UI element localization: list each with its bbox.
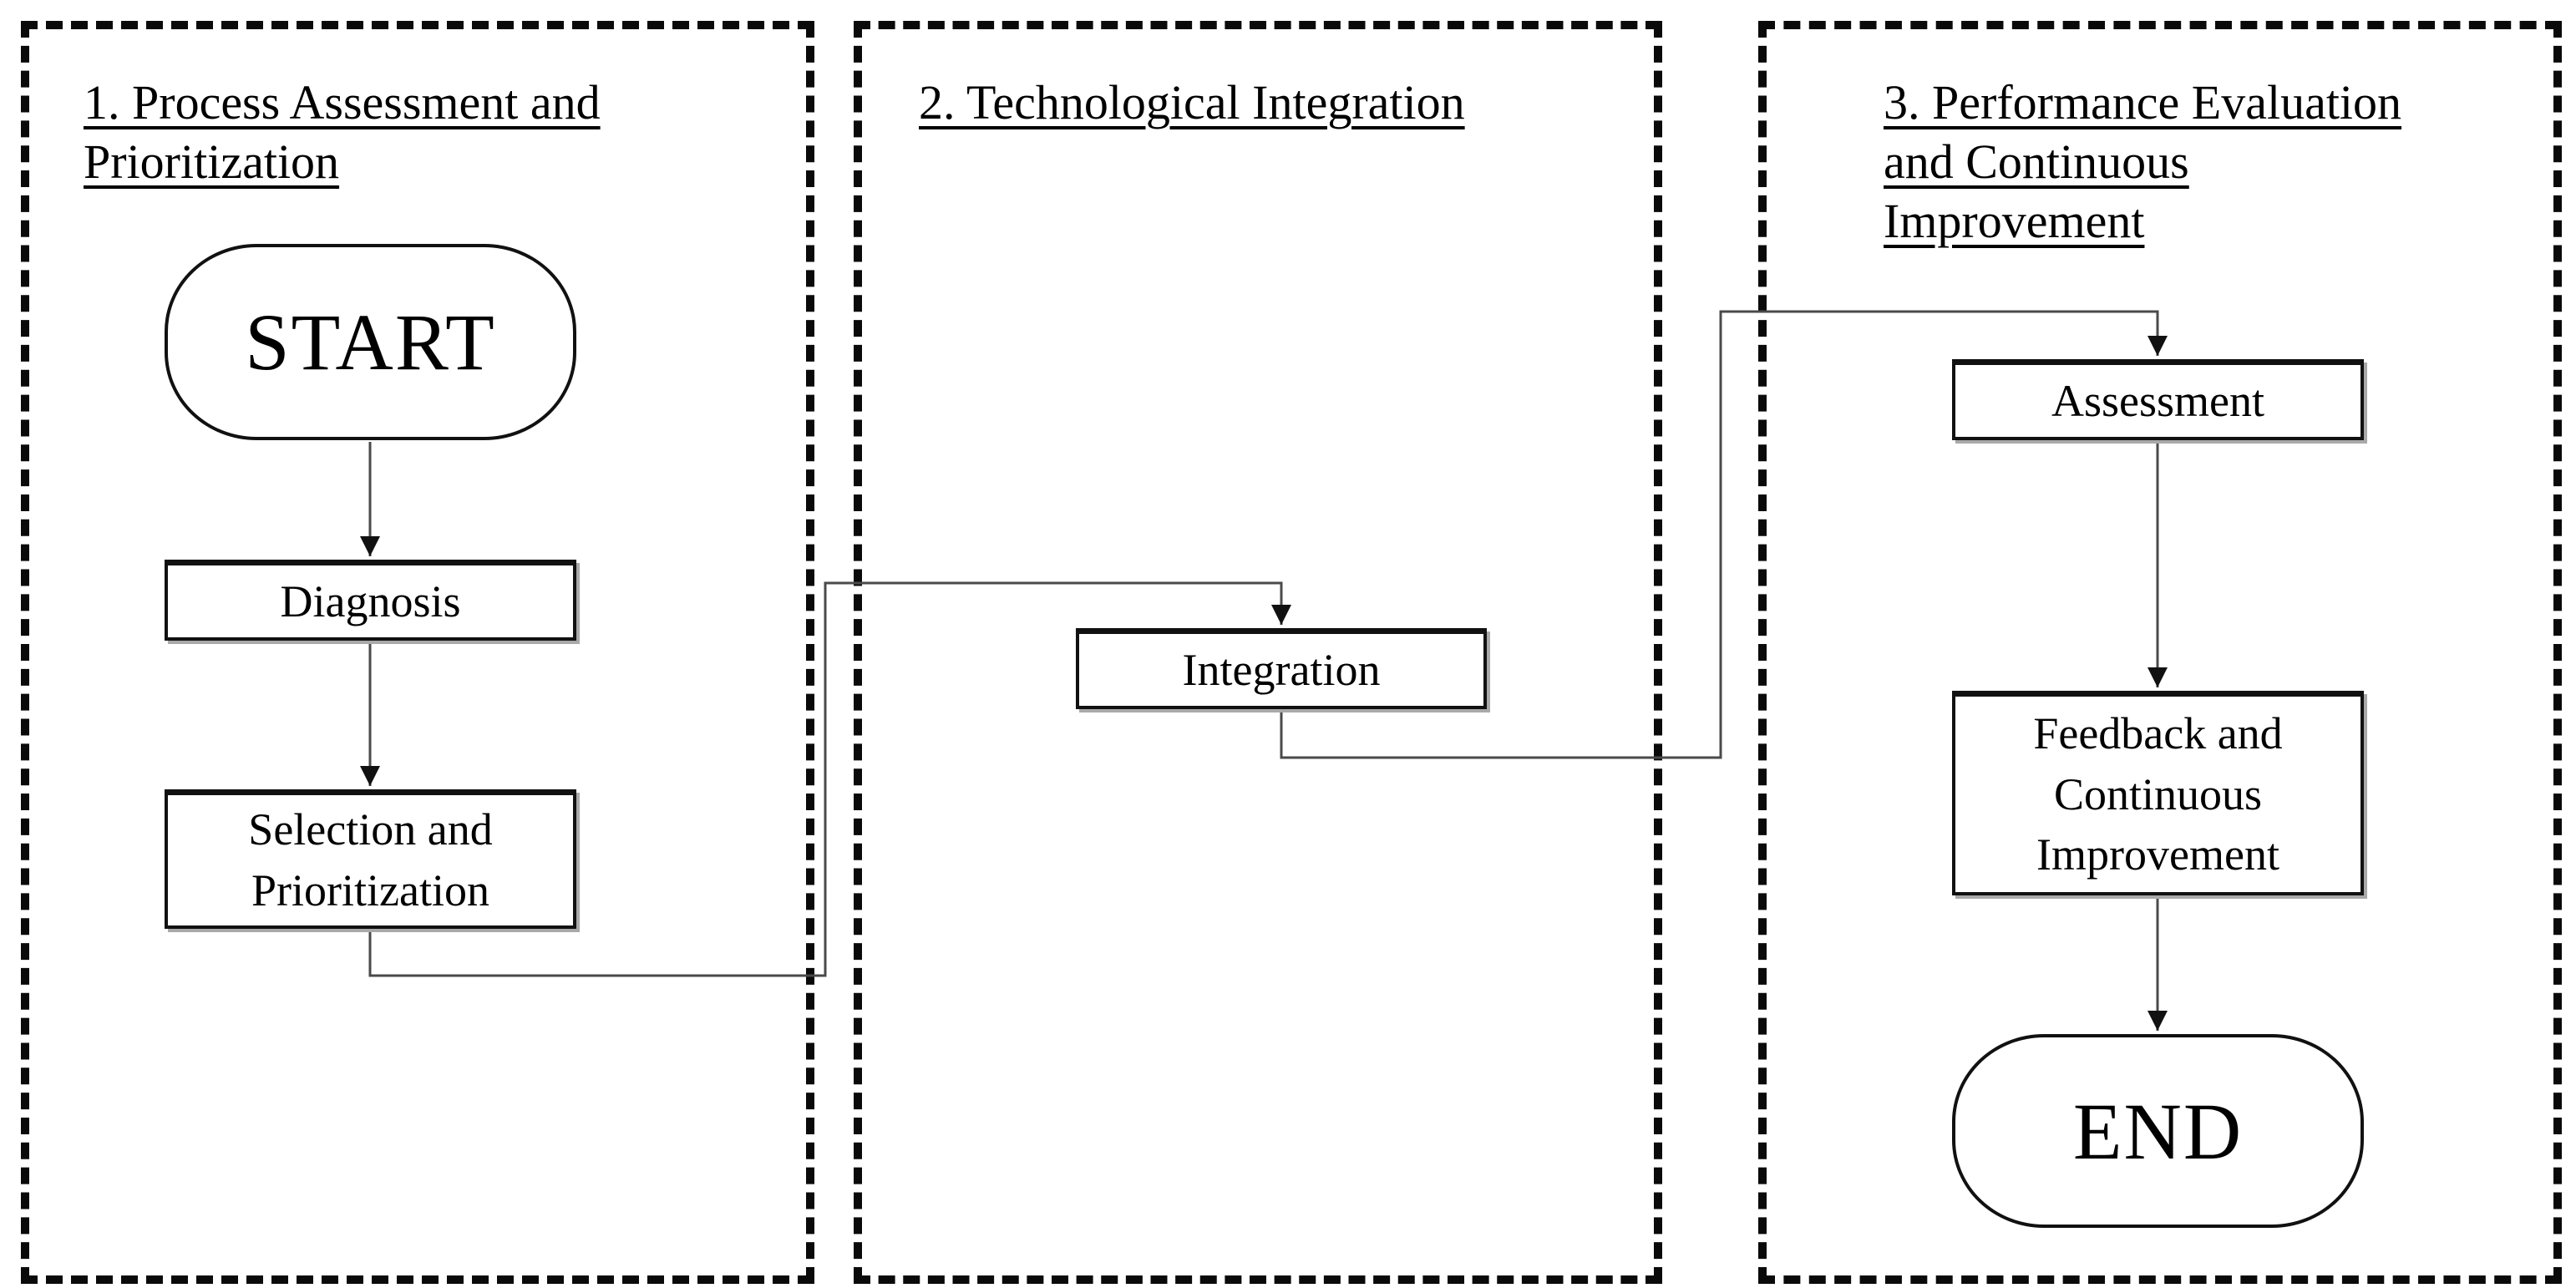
feedback-improvement-node: Feedback and Continuous Improvement xyxy=(1952,691,2364,895)
selection-prioritization-node-label: Selection and Prioritization xyxy=(248,804,493,915)
diagnosis-node-label: Diagnosis xyxy=(280,576,461,626)
selection-prioritization-node: Selection and Prioritization xyxy=(165,789,576,929)
end-node: END xyxy=(1952,1034,2364,1228)
panel-3-title: 3. Performance Evaluation and Continuous… xyxy=(1884,75,2402,248)
integration-node: Integration xyxy=(1076,628,1487,709)
integration-node-label: Integration xyxy=(1182,644,1381,695)
diagnosis-node: Diagnosis xyxy=(165,560,576,641)
start-node: START xyxy=(165,244,576,440)
feedback-improvement-node-label: Feedback and Continuous Improvement xyxy=(2033,707,2283,880)
assessment-node-label: Assessment xyxy=(2051,375,2264,426)
panel-1-border xyxy=(21,21,814,1284)
panel-1-title: 1. Process Assessment and Prioritization xyxy=(84,75,601,189)
end-node-label: END xyxy=(2072,1086,2244,1176)
assessment-node: Assessment xyxy=(1952,359,2364,440)
start-node-label: START xyxy=(245,297,496,387)
panel-2-title: 2. Technological Integration xyxy=(919,75,1465,129)
